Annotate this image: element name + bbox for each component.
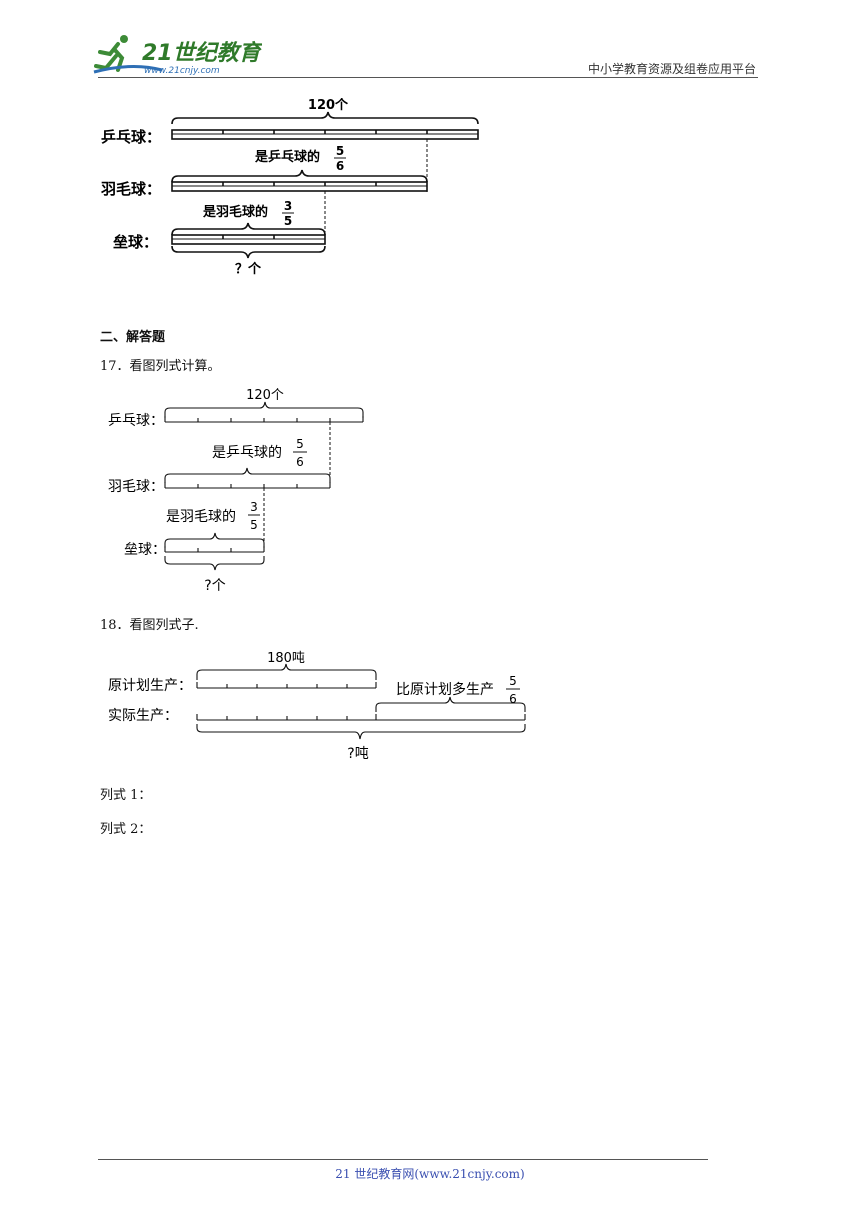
q18-more-text: 比原计划多生产 bbox=[396, 681, 494, 698]
runner-icon bbox=[93, 35, 163, 74]
q18-plan-label: 原计划生产： bbox=[108, 678, 192, 694]
q17-softball-label: 垒球： bbox=[124, 542, 166, 558]
q18-actual-label: 实际生产： bbox=[108, 708, 178, 724]
unknown-label: ？个 bbox=[235, 261, 262, 277]
footer-divider bbox=[98, 1159, 708, 1160]
q18-plan-value: 180吨 bbox=[267, 651, 305, 666]
q17-rel2-text: 是羽毛球的 bbox=[166, 509, 236, 525]
q17-softball-bar bbox=[164, 546, 265, 553]
q17-pingpong-label: 乒乓球： bbox=[108, 413, 164, 429]
total-label: 120个 bbox=[308, 98, 349, 113]
q17-rel2-num: 3 bbox=[250, 500, 258, 514]
q18-plan-brace bbox=[196, 663, 377, 680]
q17-softball-bottom-brace bbox=[164, 556, 265, 571]
q17-rel2-den: 5 bbox=[250, 518, 258, 532]
softball-label: 垒球： bbox=[113, 233, 158, 251]
header-divider bbox=[98, 77, 758, 78]
q17-softball-top-brace bbox=[164, 532, 265, 548]
rel1-text: 是乒乓球的 bbox=[254, 149, 320, 165]
diagram-top: 乒乓球： 羽毛球： 垒球： 120个 是乒乓球的 5 6 是羽毛球的 3 5 ？… bbox=[101, 98, 479, 277]
q18-more-num: 5 bbox=[509, 674, 517, 688]
answer-line-1: 列式 1： bbox=[100, 788, 152, 803]
q17-rel1-num: 5 bbox=[296, 437, 304, 451]
q18-actual-bar bbox=[196, 714, 526, 721]
badminton-label: 羽毛球： bbox=[101, 180, 161, 198]
softball-bar bbox=[171, 234, 326, 245]
q17-rel1-den: 6 bbox=[296, 455, 304, 469]
diagram-q17: 乒乓球： 羽毛球： 垒球： 120个 是乒乓球的 5 6 是羽毛球的 3 5 ?… bbox=[108, 388, 364, 594]
q17-rel1-text: 是乒乓球的 bbox=[212, 445, 282, 461]
q17-text: 17．看图列式计算。 bbox=[100, 359, 221, 374]
logo-sub-text: www.21cnjy.com bbox=[144, 66, 220, 76]
q18-more-den: 6 bbox=[509, 692, 517, 706]
site-logo: 21世纪教育 www.21cnjy.com bbox=[93, 35, 262, 76]
badminton-brace bbox=[171, 169, 428, 183]
pingpong-label: 乒乓球： bbox=[101, 128, 161, 146]
rel1-num: 5 bbox=[336, 144, 344, 158]
pingpong-bar bbox=[171, 129, 479, 140]
q17-badminton-brace bbox=[164, 467, 331, 483]
rel2-text: 是羽毛球的 bbox=[202, 204, 268, 220]
rel1-den: 6 bbox=[336, 159, 344, 173]
q17-total-brace bbox=[164, 401, 364, 418]
rel2-num: 3 bbox=[284, 199, 292, 213]
q17-total-label: 120个 bbox=[246, 388, 284, 403]
section-title: 二、解答题 bbox=[100, 330, 166, 345]
q17-badminton-bar bbox=[164, 482, 331, 489]
footer-text[interactable]: 21 世纪教育网(www.21cnjy.com) bbox=[335, 1167, 525, 1181]
q17-badminton-label: 羽毛球： bbox=[108, 479, 164, 495]
softball-top-brace bbox=[171, 222, 326, 236]
q18-plan-bar bbox=[196, 682, 377, 689]
badminton-bar bbox=[171, 181, 428, 192]
header-platform-text: 中小学教育资源及组卷应用平台 bbox=[587, 62, 756, 76]
answer-line-2: 列式 2： bbox=[100, 822, 152, 837]
q18-text: 18．看图列式子. bbox=[100, 618, 199, 633]
q18-unknown-label: ?吨 bbox=[347, 746, 368, 762]
rel2-den: 5 bbox=[284, 214, 292, 228]
q17-unknown-label: ?个 bbox=[204, 578, 225, 594]
q18-total-brace bbox=[196, 724, 526, 740]
total-brace bbox=[171, 111, 479, 125]
q18-extra-brace bbox=[375, 696, 526, 712]
logo-main-text: 21世纪教育 bbox=[142, 40, 262, 66]
diagram-q18: 原计划生产： 实际生产： 180吨 比原计划多生产 5 6 ?吨 bbox=[108, 651, 526, 762]
softball-bottom-brace bbox=[171, 245, 326, 259]
q17-pingpong-bar bbox=[164, 416, 364, 423]
